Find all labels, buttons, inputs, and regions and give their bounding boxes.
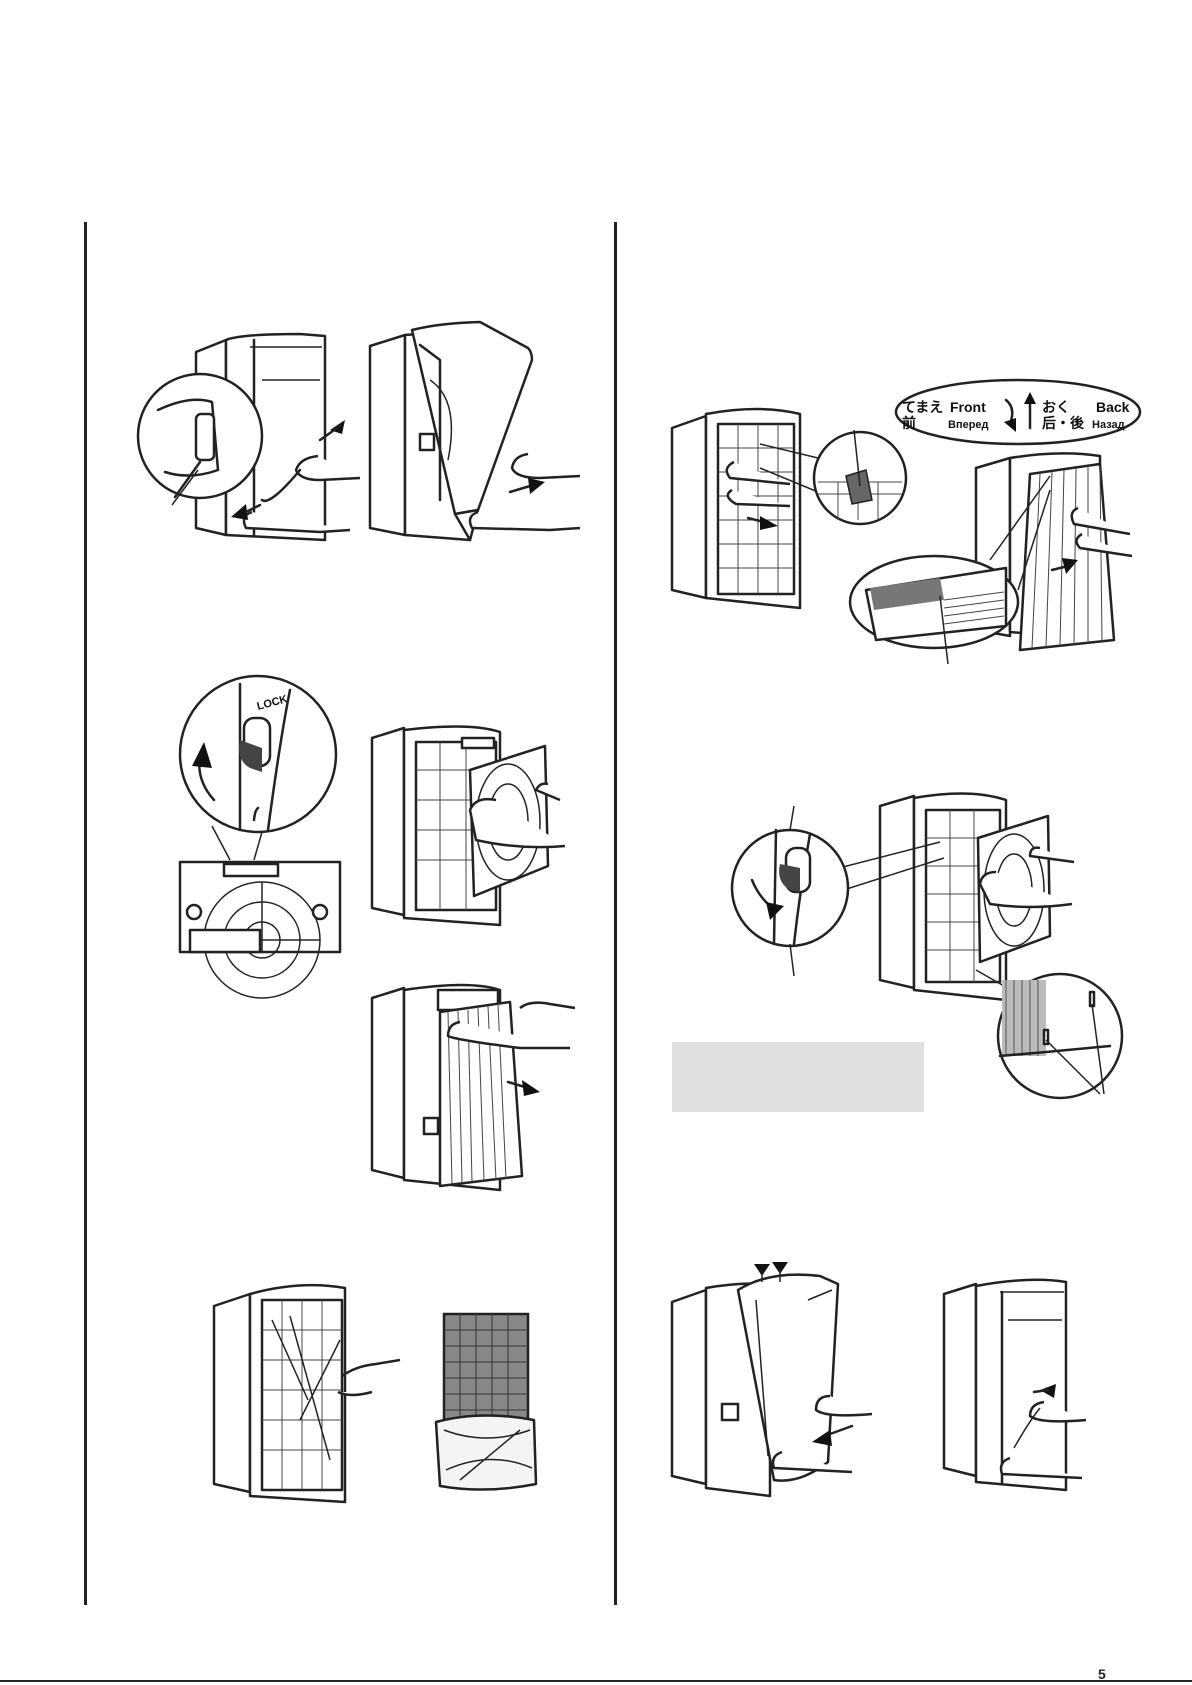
svg-text:Back: Back [1096,399,1130,415]
left-column-rule [84,222,87,1605]
svg-text:Вперед: Вперед [948,419,989,431]
svg-text:おく: おく [1042,399,1070,415]
svg-text:前: 前 [902,415,916,431]
page-number: 5 [1098,1666,1106,1682]
svg-text:后・後: 后・後 [1042,415,1085,431]
footer-rule [0,1680,1192,1682]
right-column-rule [614,222,617,1605]
svg-text:LOCK: LOCK [256,693,289,713]
svg-text:Назад: Назад [1092,419,1125,431]
svg-text:てまえ: てまえ [902,399,943,415]
note-box [672,1042,924,1112]
svg-text:Front: Front [950,399,986,415]
